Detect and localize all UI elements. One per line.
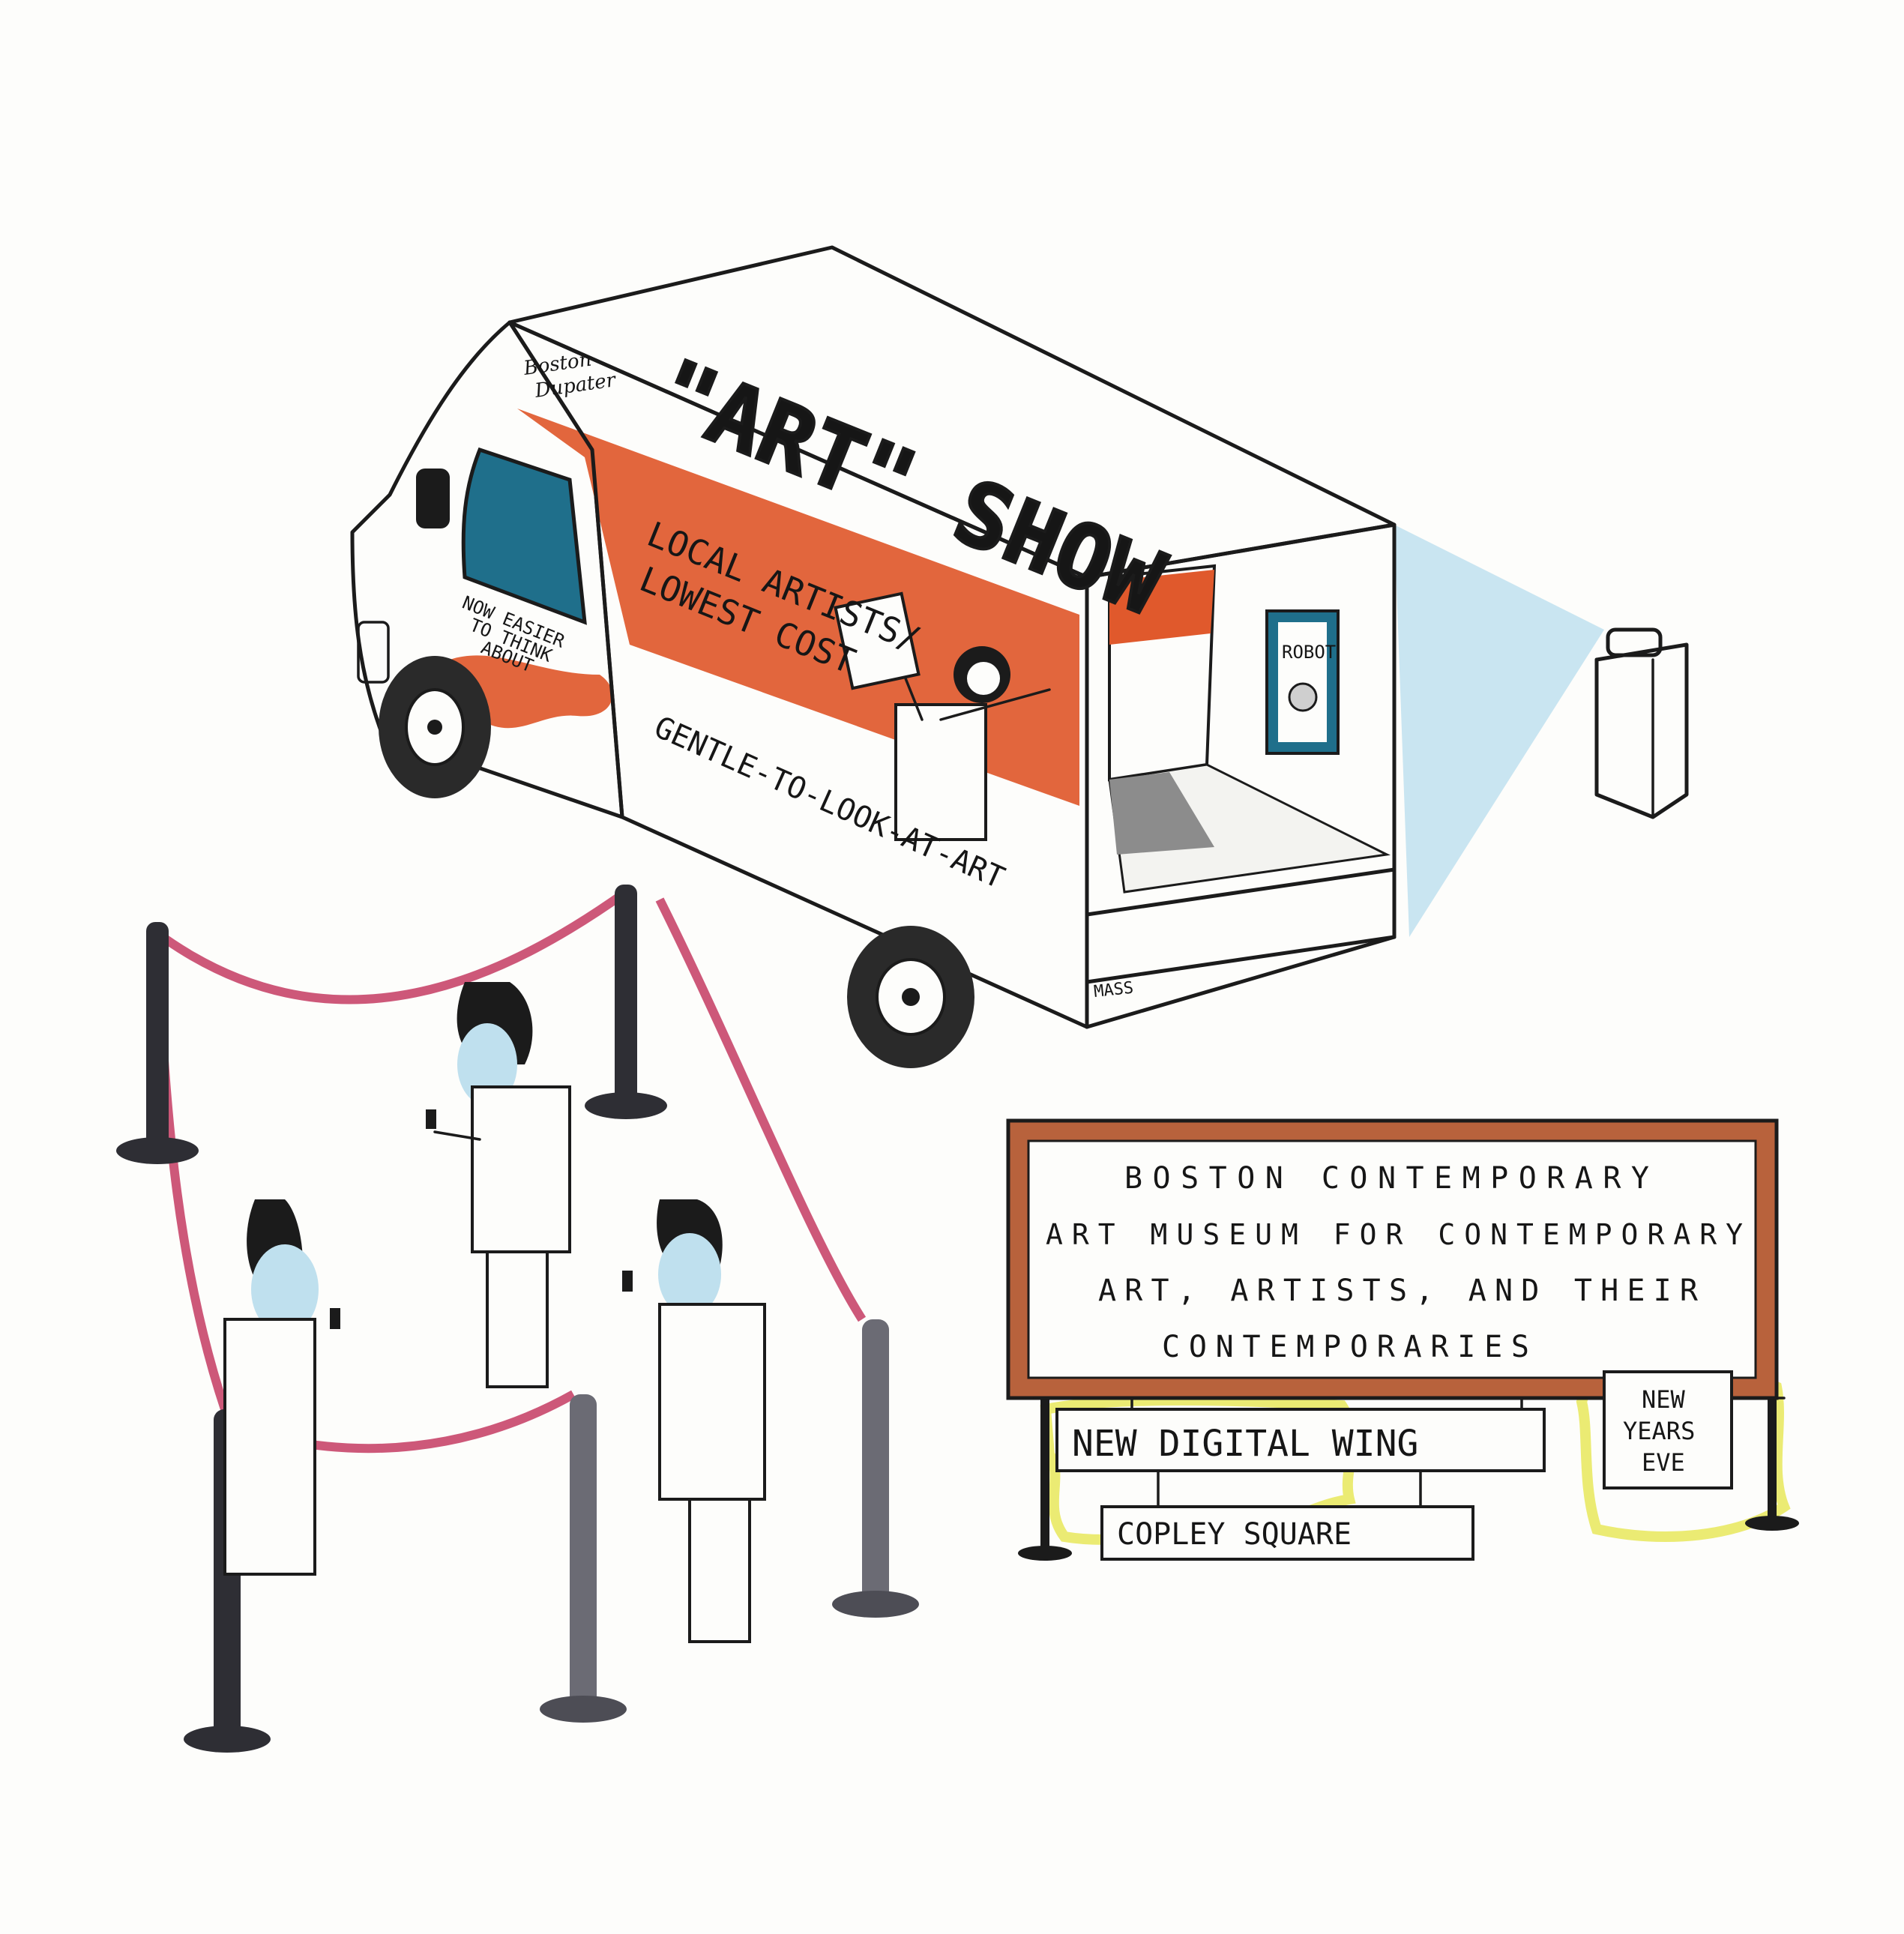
cab-window — [461, 447, 587, 625]
robot-poster-label: ROBOT — [1282, 642, 1336, 663]
copley-square-label: COPLEY SQUARE — [1117, 1517, 1352, 1552]
front-wheel — [379, 656, 491, 798]
sign-board-panel — [1027, 1139, 1757, 1379]
new-years-eve-sign — [1603, 1370, 1733, 1489]
sign-leg — [1768, 1398, 1777, 1522]
artist-figure — [834, 591, 1051, 841]
copley-square-sign — [1100, 1505, 1474, 1561]
projector-stand — [1594, 627, 1689, 819]
side-mirror — [416, 469, 450, 528]
person-with-phone — [223, 1199, 340, 1576]
stanchion-post — [832, 1319, 919, 1618]
stanchion-post — [585, 885, 667, 1119]
rope-back — [154, 888, 629, 1004]
projector-beam — [1394, 525, 1604, 937]
event-line-1: NEW — [1642, 1385, 1686, 1414]
sign-leg — [1040, 1398, 1049, 1552]
sign-line-1: BOSTON CONTEMPORARY — [1124, 1161, 1649, 1196]
sign-line-3: ART, ARTISTS, AND THEIR — [1098, 1274, 1699, 1308]
queue-area — [116, 885, 919, 1753]
rear-wheel — [847, 926, 974, 1068]
museum-sign: NEW DIGITAL WING COPLEY SQUARE NEW YEARS… — [1006, 1118, 1799, 1561]
person-with-phone — [426, 982, 571, 1388]
sign-line-2: ART MUSEUM FOR CONTEMPORARY — [1046, 1218, 1743, 1251]
event-line-3: EVE — [1642, 1448, 1685, 1477]
stanchion-post — [116, 922, 199, 1164]
digital-wing-label: NEW DIGITAL WING — [1072, 1423, 1418, 1465]
event-line-2: YEARS — [1623, 1417, 1695, 1445]
digital-wing-sign — [1055, 1408, 1546, 1472]
van: ROBOT Boston Dupater "ART" SHOW LOCAL AR… — [350, 245, 1689, 1068]
robot-poster: ROBOT — [1265, 609, 1340, 755]
license-plate: MASS — [1093, 979, 1134, 1001]
person-with-phone — [622, 1199, 766, 1643]
stanchion-post — [540, 1394, 627, 1723]
rope-right — [655, 897, 867, 1322]
